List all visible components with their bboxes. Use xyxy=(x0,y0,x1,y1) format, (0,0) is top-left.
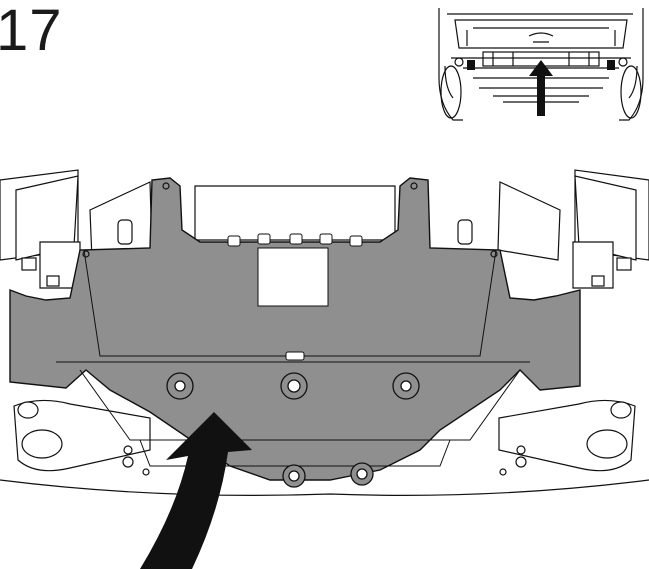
underbody-drawing xyxy=(0,169,649,569)
curved-arrow-up-icon xyxy=(140,412,252,569)
vehicle-body-outline xyxy=(0,169,649,289)
skid-plate xyxy=(9,177,581,488)
step-number: 17 xyxy=(0,0,63,63)
straight-arrow-up-icon xyxy=(529,60,553,116)
bolt-icon xyxy=(392,372,420,400)
bolt-icon xyxy=(280,372,308,400)
bolt-icon xyxy=(166,372,194,400)
suspension-arms xyxy=(0,399,649,496)
fastener-bolts xyxy=(166,372,420,488)
vehicle-rear-view xyxy=(438,8,644,121)
skid-plate-illustration xyxy=(0,150,649,569)
vehicle-overview-inset xyxy=(433,8,649,128)
bolt-icon xyxy=(282,464,306,488)
bolt-icon xyxy=(350,462,374,486)
service-hatch-opening xyxy=(257,247,329,307)
